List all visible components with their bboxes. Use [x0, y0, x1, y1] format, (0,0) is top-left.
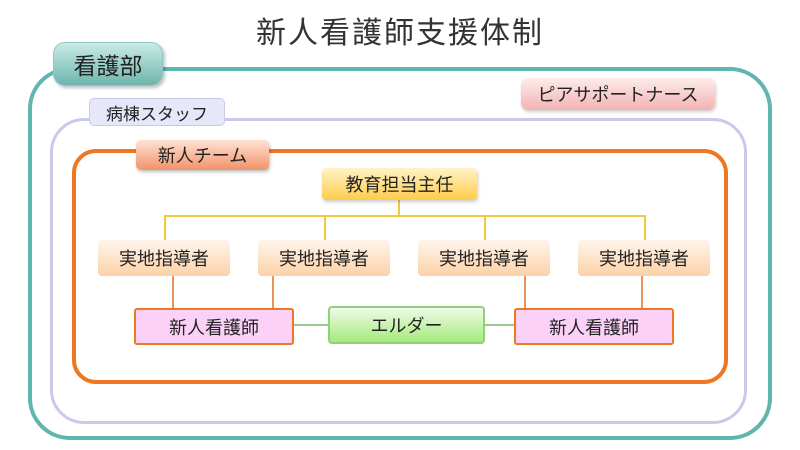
ward-staff-frame: [50, 118, 747, 424]
elder-node: エルダー: [328, 306, 485, 344]
connector-preceptor1-nurse1: [172, 276, 174, 308]
preceptor-node: 実地指導者: [98, 240, 230, 276]
page-title: 新人看護師支援体制: [256, 16, 544, 51]
connector-to-preceptor-4: [644, 215, 646, 240]
connector-to-preceptor-3: [484, 215, 486, 240]
peer-support-nurse-label: ピアサポートナース: [521, 78, 715, 110]
department-label: 看護部: [53, 42, 163, 86]
preceptor-node: 実地指導者: [578, 240, 710, 276]
new-team-frame: [72, 149, 728, 384]
department-frame: [28, 67, 772, 440]
connector-edu-horizontal: [164, 215, 646, 217]
connector-to-preceptor-2: [324, 215, 326, 240]
ward-staff-label: 病棟スタッフ: [89, 98, 225, 126]
new-team-label: 新人チーム: [136, 140, 269, 170]
connector-elder-nurse2: [485, 324, 514, 326]
connector-to-preceptor-1: [164, 215, 166, 240]
preceptor-node: 実地指導者: [258, 240, 390, 276]
new-nurse-node: 新人看護師: [514, 308, 674, 345]
new-nurse-node: 新人看護師: [134, 308, 294, 345]
connector-preceptor3-nurse2: [524, 276, 526, 308]
connector-nurse1-elder: [294, 324, 328, 326]
connector-preceptor2-nurse1: [272, 276, 274, 308]
connector-preceptor4-nurse2: [641, 276, 643, 308]
connector-edu-down: [398, 200, 400, 216]
preceptor-node: 実地指導者: [418, 240, 550, 276]
education-lead-node: 教育担当主任: [322, 168, 477, 200]
